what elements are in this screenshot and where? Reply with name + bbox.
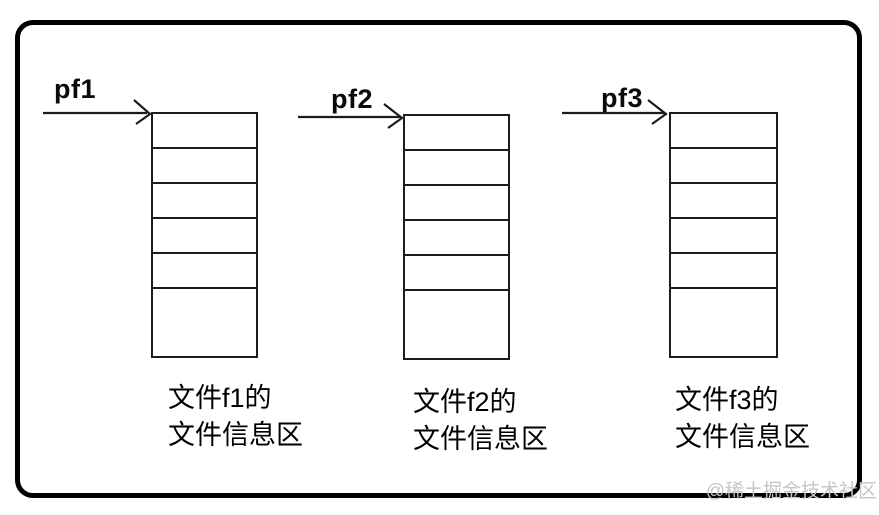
stack-cell xyxy=(671,149,776,184)
watermark-text: @稀土掘金技术社区 xyxy=(705,481,877,502)
caption-line: 文件信息区 xyxy=(168,420,303,450)
diagram-border-frame xyxy=(15,20,862,498)
stack-cell xyxy=(671,184,776,219)
pointer-label-pf2: pf2 xyxy=(331,84,373,114)
stack-cell xyxy=(153,219,256,254)
stack-cell xyxy=(153,114,256,149)
caption-line: 文件f1的 xyxy=(168,383,272,413)
stack-cell xyxy=(405,186,508,221)
caption-line: 文件信息区 xyxy=(413,424,548,454)
stack-cell xyxy=(153,254,256,289)
caption-stack-f2: 文件f2的 文件信息区 xyxy=(413,384,548,458)
file-info-stack-f1 xyxy=(151,112,258,358)
stack-cell xyxy=(405,291,508,358)
stack-cell xyxy=(153,149,256,184)
caption-line: 文件f2的 xyxy=(413,387,517,417)
stack-cell xyxy=(153,289,256,356)
stack-cell xyxy=(405,151,508,186)
stack-cell xyxy=(405,116,508,151)
caption-stack-f1: 文件f1的 文件信息区 xyxy=(168,380,303,454)
file-info-stack-f3 xyxy=(669,112,778,358)
pointer-label-pf3: pf3 xyxy=(601,83,643,113)
stack-cell xyxy=(405,256,508,291)
stack-cell xyxy=(671,254,776,289)
pointer-label-pf1: pf1 xyxy=(54,74,96,104)
stack-cell xyxy=(153,184,256,219)
file-info-stack-f2 xyxy=(403,114,510,360)
caption-line: 文件信息区 xyxy=(675,422,810,452)
stack-cell xyxy=(405,221,508,256)
caption-line: 文件f3的 xyxy=(675,385,779,415)
stack-cell xyxy=(671,219,776,254)
stack-cell xyxy=(671,289,776,356)
stack-cell xyxy=(671,114,776,149)
caption-stack-f3: 文件f3的 文件信息区 xyxy=(675,382,810,456)
